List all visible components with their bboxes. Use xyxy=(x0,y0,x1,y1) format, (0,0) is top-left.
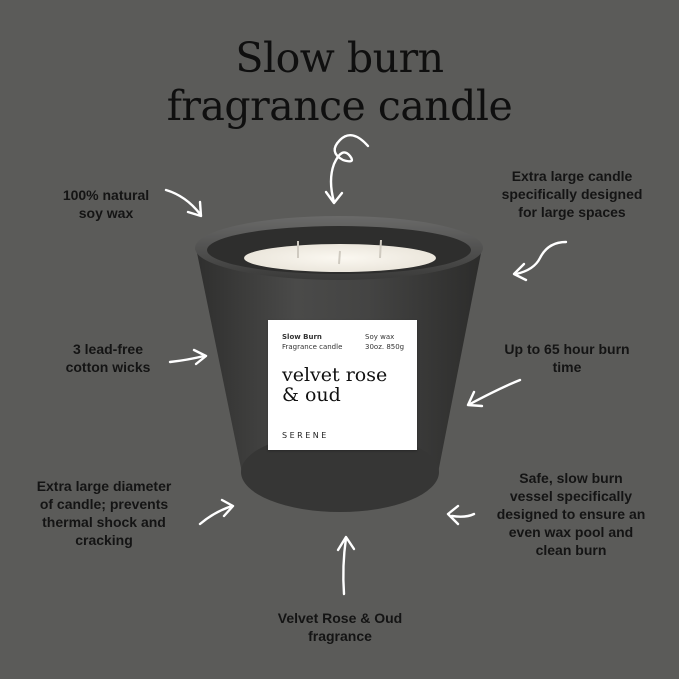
arrow-icon xyxy=(466,378,522,408)
candle-base xyxy=(241,432,439,512)
callout-diameter: Extra large diameter of candle; prevents… xyxy=(36,478,172,548)
arrow-icon xyxy=(168,348,208,366)
label-product-line: Slow Burn xyxy=(282,333,322,341)
arrow-icon xyxy=(324,134,370,205)
callout-burn-time: Up to 65 hour burn time xyxy=(504,341,630,375)
callout-fragrance: Velvet Rose & Oud fragrance xyxy=(277,610,403,644)
callout-vessel: Safe, slow burn vessel specifically desi… xyxy=(496,470,646,558)
label-scent-line-1: velvet rose xyxy=(282,364,388,386)
label-weight: 30oz. 850g xyxy=(365,343,405,351)
label-scent-line-2: & oud xyxy=(282,384,341,406)
callout-wicks: 3 lead-free cotton wicks xyxy=(65,341,151,375)
callout-large-candle: Extra large candle specifically designed… xyxy=(501,168,643,220)
candle-label: Slow Burn Fragrance candle Soy wax 30oz.… xyxy=(268,320,417,450)
label-brand: SERENE xyxy=(282,431,329,440)
title-line-2: fragrance candle xyxy=(166,82,513,130)
arrow-icon xyxy=(512,240,568,282)
wicks xyxy=(297,239,382,265)
title-line-1: Slow burn xyxy=(235,34,444,82)
arrow-icon xyxy=(198,498,235,526)
arrow-icon xyxy=(446,504,476,526)
label-material: Soy wax xyxy=(365,333,395,341)
arrow-icon xyxy=(164,188,203,218)
label-product-type: Fragrance candle xyxy=(282,343,343,351)
label-scent-name: velvet rose & oud xyxy=(282,365,407,405)
callout-soy-wax: 100% natural soy wax xyxy=(62,187,150,221)
arrow-icon xyxy=(336,535,356,596)
